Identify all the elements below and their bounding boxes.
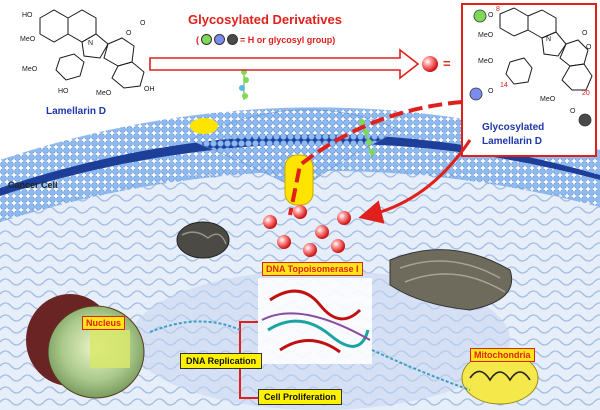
deriv-label-2: 8 — [496, 6, 500, 13]
dna-strand-right — [371, 349, 471, 391]
process-dna-replication: DNA Replication — [180, 353, 263, 369]
legend-open-paren: ( — [196, 34, 199, 45]
transform-arrow — [149, 48, 420, 80]
deriv-label-9: 14 — [500, 82, 508, 89]
title: Glycosylated Derivatives — [188, 12, 342, 27]
topoisomerase-structure — [258, 278, 372, 364]
parent-label-3: N — [88, 40, 94, 47]
entry-path-arrow — [288, 100, 463, 216]
cancer-cell-label: Cancer Cell — [8, 180, 58, 190]
glycosyl-site-14 — [469, 87, 483, 101]
glycosyl-legend: ( = H or glycosyl group) — [196, 34, 335, 45]
lamellarin-d-skeleton — [39, 9, 145, 89]
parent-label-5: O — [140, 20, 146, 27]
legend-definition: = H or glycosyl group) — [240, 34, 336, 45]
parent-label-1: HO — [22, 12, 33, 19]
process-cell-proliferation: Cell Proliferation — [258, 389, 343, 405]
deriv-label-12: O — [570, 108, 576, 115]
parent-label-2: MeO — [20, 36, 36, 43]
intracellular-derivatives — [263, 205, 351, 257]
glycan-chain-left — [239, 68, 249, 100]
vesicle-organelle — [176, 221, 230, 259]
glycosyl-site-8 — [473, 9, 487, 23]
legend-dot-blue — [214, 34, 225, 45]
golgi-apparatus — [389, 249, 512, 311]
legend-dot-green — [201, 34, 212, 45]
cell-membrane — [0, 107, 600, 222]
legend-dot-gray — [227, 34, 238, 45]
parent-label-4: O — [126, 30, 132, 37]
target-label: DNA Topoisomerase I — [262, 262, 363, 276]
equals-sign: = — [443, 56, 451, 71]
mitochondria-label: Mitochondria — [470, 348, 535, 362]
parent-label-8: MeO — [96, 90, 112, 97]
deriv-label-1: O — [488, 12, 494, 19]
parent-label-6: MeO — [22, 66, 38, 73]
deriv-label-7: MeO — [478, 58, 494, 65]
derivative-bead-symbol — [422, 56, 438, 72]
deriv-label-5: O — [582, 30, 588, 37]
membrane-protein-left — [190, 118, 218, 134]
glycosyl-site-20 — [578, 113, 592, 127]
derivative-name-line2: Lamellarin D — [482, 136, 543, 147]
deriv-label-10: MeO — [540, 96, 556, 103]
delivery-arrow — [358, 139, 472, 224]
glycosylated-skeleton — [499, 7, 593, 91]
deriv-label-4: N — [546, 36, 552, 43]
dna-strand-left — [149, 320, 241, 333]
deriv-label-6: O — [586, 44, 592, 51]
derivative-name-line1: Glycosylated — [482, 122, 545, 133]
nucleus-label: Nucleus — [82, 316, 126, 330]
deriv-label-3: MeO — [478, 32, 494, 39]
deriv-label-8: O — [488, 88, 494, 95]
parent-label-9: OH — [144, 86, 155, 93]
parent-compound-name: Lamellarin D — [46, 106, 107, 117]
deriv-label-11: 20 — [582, 90, 590, 97]
parent-label-7: HO — [58, 88, 69, 95]
